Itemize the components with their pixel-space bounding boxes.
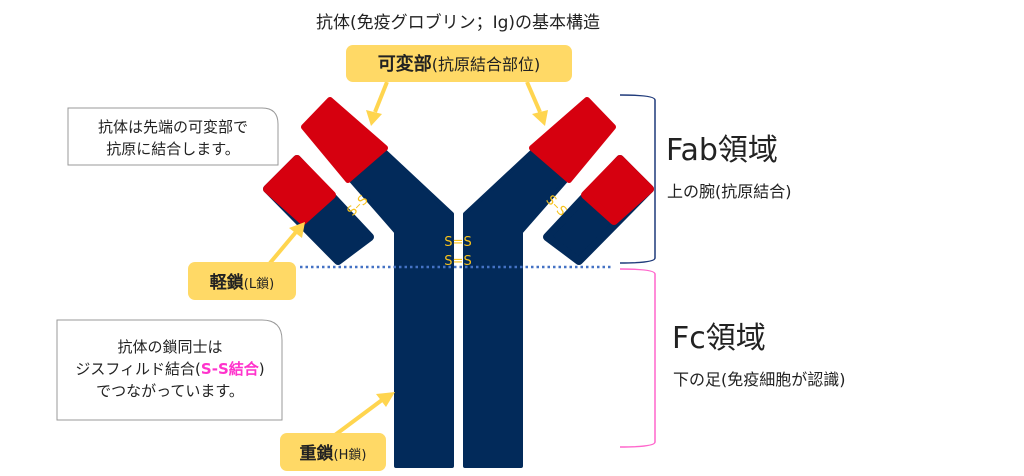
heavy-chain-label: 重鎖(H鎖) (300, 443, 367, 464)
fc-region-desc: 下の足(免疫細胞が認識) (673, 370, 846, 389)
callout-bottom-line-1: 抗体の鎖同士は (117, 338, 222, 356)
arrowhead-icon (376, 392, 395, 407)
hinge-disulfide-bond-1: S=S (444, 235, 471, 250)
arrow-light-chain (268, 230, 298, 265)
arrow-heavy-chain (333, 398, 384, 437)
callout-bottom-line-2: ジスフィルド結合(S-S結合) (75, 360, 264, 378)
right-light-variable-region (581, 155, 654, 225)
arrow-variable-left (373, 81, 389, 113)
callout-top-box (67, 107, 279, 166)
fab-region-title: Fab領域 (666, 133, 778, 168)
fc-region-title: Fc領域 (672, 321, 766, 356)
arrowhead-icon (532, 110, 548, 126)
arrowhead-icon (289, 222, 305, 238)
arrowhead-icon (366, 110, 382, 126)
callout-top-line-1: 抗体は先端の可変部で (98, 118, 248, 136)
antibody-left-half (263, 97, 454, 468)
light-chain-label: 軽鎖(L鎖) (210, 272, 274, 293)
left-heavy-variable-region (301, 97, 388, 183)
arrows (268, 81, 548, 437)
light-chain-label-box (188, 262, 296, 300)
left-light-variable-region (263, 155, 336, 225)
antibody-right-half (463, 97, 654, 468)
heavy-chain-label-box (280, 433, 386, 471)
diagram-title: 抗体(免疫グロブリン；Ig)の基本構造 (316, 12, 600, 33)
callout-bottom-line-3: でつながっています。 (96, 382, 244, 400)
callout-bottom-box (56, 319, 283, 421)
hinge-disulfide-bond-2: S=S (444, 254, 471, 269)
fc-bracket (619, 268, 656, 448)
right-heavy-variable-region (529, 97, 616, 183)
variable-region-label-box (346, 45, 572, 82)
fab-bracket (619, 94, 656, 264)
variable-region-label: 可変部(抗原結合部位) (378, 53, 541, 75)
fab-region-desc: 上の腕(抗原結合) (667, 182, 792, 201)
arrow-variable-right (525, 81, 542, 113)
callout-top-line-2: 抗原に結合します。 (106, 140, 240, 158)
